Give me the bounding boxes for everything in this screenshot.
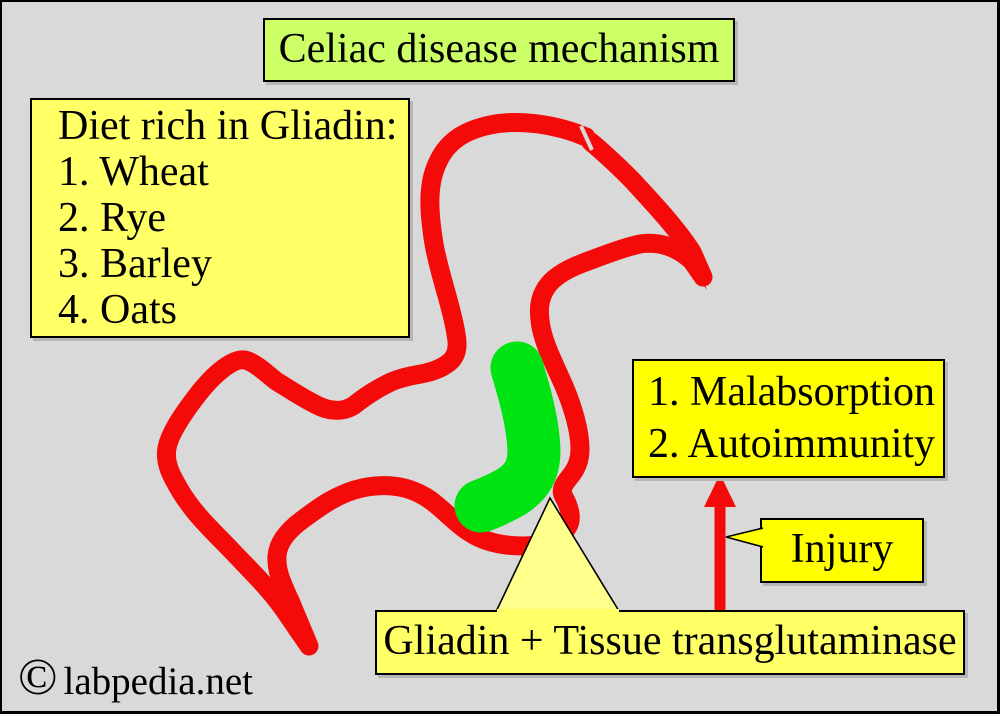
watermark: ©labpedia.net bbox=[18, 650, 253, 710]
intestine-bottom-tip bbox=[280, 597, 314, 654]
page-title: Celiac disease mechanism bbox=[278, 26, 720, 72]
stroke-seam-mark bbox=[579, 125, 594, 151]
injury-callout-box: Injury bbox=[760, 518, 924, 583]
diet-box-heading: Diet rich in Gliadin: bbox=[58, 103, 398, 149]
diet-item-oats: 4. Oats bbox=[58, 287, 177, 333]
diet-item-barley: 3. Barley bbox=[58, 241, 212, 287]
title-box: Celiac disease mechanism bbox=[263, 18, 735, 82]
outcome-autoimmunity: 2. Autoimmunity bbox=[648, 421, 936, 467]
diet-item-wheat: 1. Wheat bbox=[58, 149, 209, 195]
diet-item-rye: 2. Rye bbox=[58, 195, 166, 241]
injury-label: Injury bbox=[790, 526, 894, 572]
intestine-outline-shape bbox=[156, 112, 713, 656]
outcome-box: 1. Malabsorption 2. Autoimmunity bbox=[632, 359, 945, 478]
injury-arrow-head bbox=[704, 474, 736, 507]
gliadin-box: Gliadin + Tissue transglutaminase bbox=[375, 610, 965, 675]
watermark-text: labpedia.net bbox=[63, 660, 254, 703]
gliadin-label: Gliadin + Tissue transglutaminase bbox=[383, 618, 957, 664]
outcome-malabsorption: 1. Malabsorption bbox=[648, 369, 935, 415]
inflamed-segment-shape bbox=[454, 341, 561, 533]
diet-box: Diet rich in Gliadin: 1. Wheat 2. Rye 3.… bbox=[30, 98, 410, 338]
intestine-beak-tip bbox=[686, 244, 707, 290]
copyright-icon: © bbox=[18, 649, 58, 706]
